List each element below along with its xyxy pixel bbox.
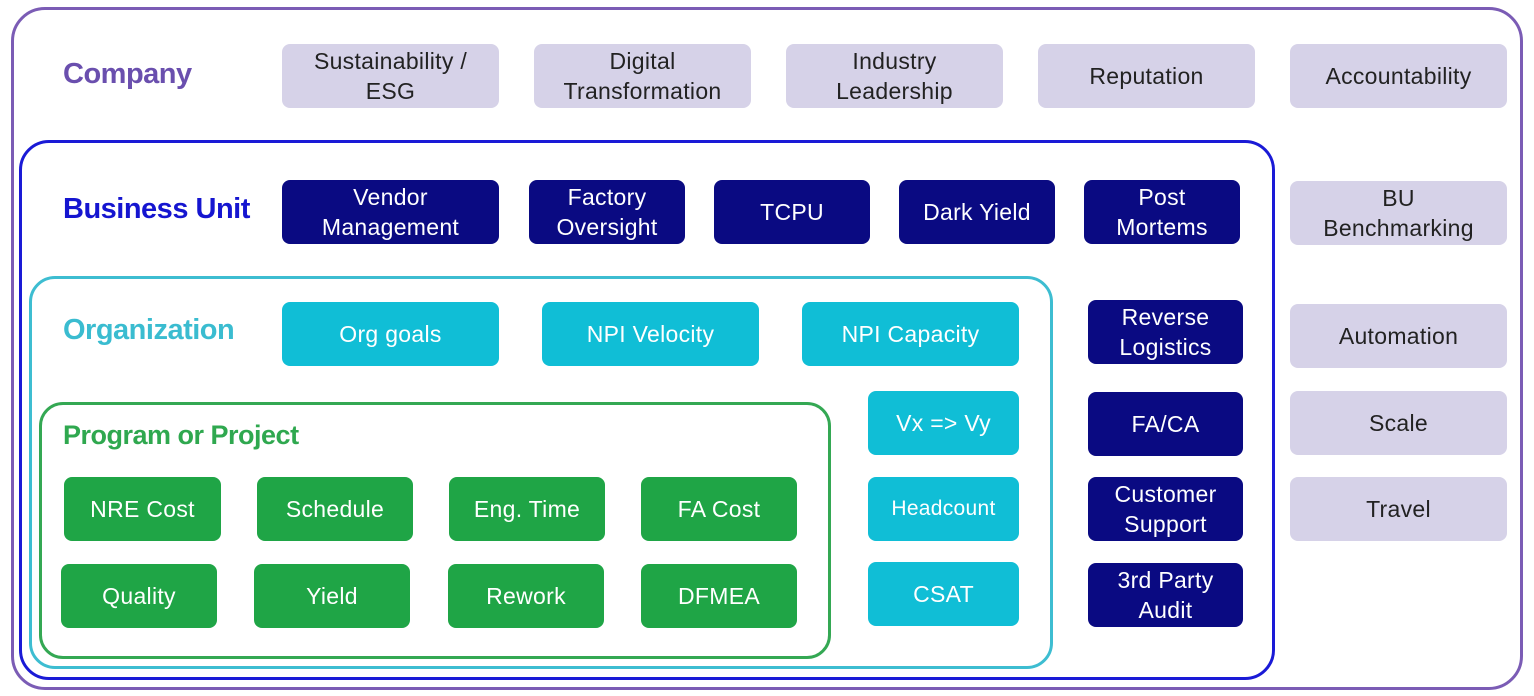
bu-item-customer-support: Customer Support: [1088, 477, 1243, 541]
bu-item-post-mortems: Post Mortems: [1084, 180, 1240, 244]
org-item-vx-vy: Vx => Vy: [868, 391, 1019, 455]
prog-item-dfmea: DFMEA: [641, 564, 797, 628]
organization-title: Organization: [63, 314, 235, 346]
company-item-industry-leadership: Industry Leadership: [786, 44, 1003, 108]
organization-frame: [29, 276, 1053, 669]
bu-item-vendor-management: Vendor Management: [282, 180, 499, 244]
bu-item-3rd-party-audit: 3rd Party Audit: [1088, 563, 1243, 627]
company-item-sustainability: Sustainability / ESG: [282, 44, 499, 108]
org-item-headcount: Headcount: [868, 477, 1019, 541]
company-item-automation: Automation: [1290, 304, 1507, 368]
company-title: Company: [63, 58, 192, 90]
company-item-digital-transformation: Digital Transformation: [534, 44, 751, 108]
company-item-accountability: Accountability: [1290, 44, 1507, 108]
bu-item-reverse-logistics: Reverse Logistics: [1088, 300, 1243, 364]
bu-item-factory-oversight: Factory Oversight: [529, 180, 685, 244]
prog-item-eng-time: Eng. Time: [449, 477, 605, 541]
program-title: Program or Project: [63, 420, 299, 450]
company-item-bu-benchmarking: BU Benchmarking: [1290, 181, 1507, 245]
prog-item-schedule: Schedule: [257, 477, 413, 541]
bu-item-tcpu: TCPU: [714, 180, 870, 244]
org-item-csat: CSAT: [868, 562, 1019, 626]
prog-item-quality: Quality: [61, 564, 217, 628]
prog-item-nre-cost: NRE Cost: [64, 477, 221, 541]
bu-item-dark-yield: Dark Yield: [899, 180, 1055, 244]
business-unit-frame: [19, 140, 1275, 680]
bu-item-fa-ca: FA/CA: [1088, 392, 1243, 456]
prog-item-fa-cost: FA Cost: [641, 477, 797, 541]
prog-item-rework: Rework: [448, 564, 604, 628]
company-frame: [11, 7, 1523, 690]
org-item-npi-velocity: NPI Velocity: [542, 302, 759, 366]
org-item-npi-capacity: NPI Capacity: [802, 302, 1019, 366]
business-unit-title: Business Unit: [63, 193, 250, 225]
company-item-travel: Travel: [1290, 477, 1507, 541]
prog-item-yield: Yield: [254, 564, 410, 628]
program-frame: [39, 402, 831, 659]
org-item-org-goals: Org goals: [282, 302, 499, 366]
company-item-scale: Scale: [1290, 391, 1507, 455]
company-item-reputation: Reputation: [1038, 44, 1255, 108]
